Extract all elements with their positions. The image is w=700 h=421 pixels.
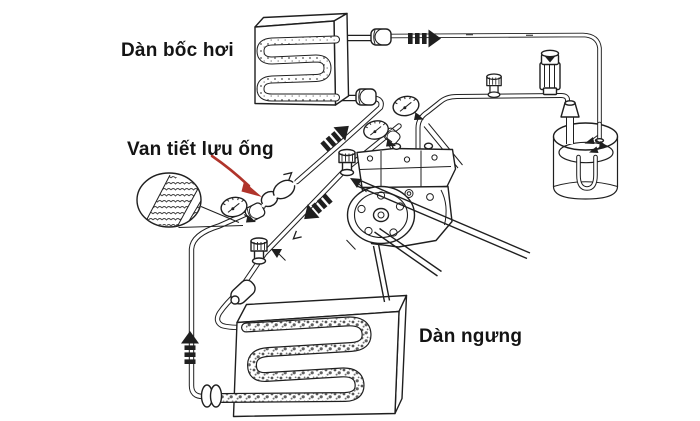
magnifier-inset — [136, 172, 244, 228]
service-valve-discharge-lower — [250, 237, 268, 265]
pipe-coupling-evap-inlet — [355, 88, 377, 106]
gauge-pointer-arrows — [243, 111, 424, 223]
condenser-coil — [217, 316, 372, 403]
flow-chevron-liquid — [282, 169, 295, 182]
liquid-line-to-evaporator — [188, 94, 384, 400]
evaporator-coil — [256, 35, 340, 102]
condenser-inlet-clamp — [230, 279, 256, 305]
service-valve-discharge-upper — [338, 148, 356, 177]
accumulator-baffle-plate — [558, 141, 614, 164]
compressor-pulley — [346, 185, 416, 245]
accumulator — [552, 100, 619, 200]
vapor-flow-arrows — [584, 135, 609, 153]
compressor — [346, 123, 531, 303]
condenser — [200, 279, 408, 418]
flow-arrow-right — [408, 29, 441, 48]
label-evaporator: Dàn bốc hơi — [121, 40, 234, 61]
orifice-tube — [260, 179, 297, 208]
label-throttle-valve: Van tiết lưu ống — [127, 139, 274, 160]
evaporator-side-face — [333, 12, 350, 106]
pressure-switch — [539, 49, 561, 96]
drive-belt — [346, 180, 531, 303]
pipe-coupling-top — [370, 28, 392, 46]
accumulator-inlet-fitting — [560, 100, 580, 144]
service-valve-suction — [486, 73, 502, 98]
valve-pointer-arrows — [271, 178, 367, 261]
evaporator — [254, 12, 350, 106]
flow-chevron-discharge — [290, 230, 303, 243]
label-condenser: Dàn ngưng — [419, 326, 523, 347]
red-callout-arrow — [210, 154, 262, 197]
suction-line-accumulator-to-compressor — [415, 93, 570, 160]
condenser-outlet-coupling — [200, 384, 223, 408]
accumulator-u-tube — [576, 154, 598, 191]
